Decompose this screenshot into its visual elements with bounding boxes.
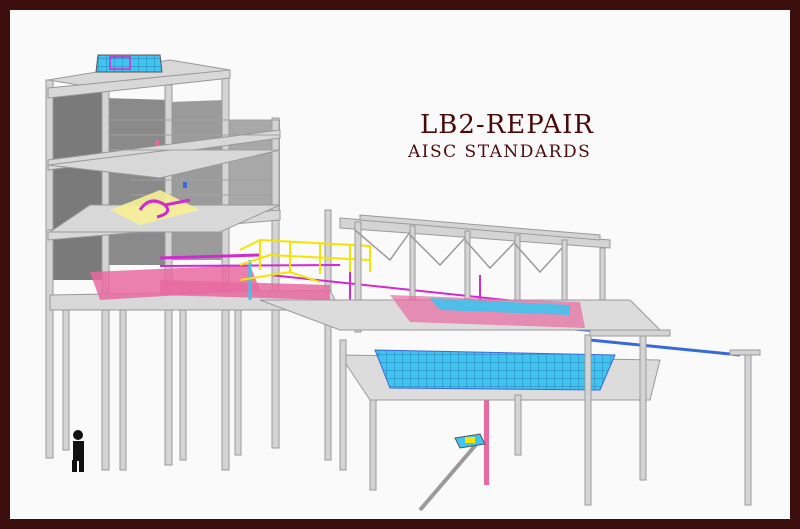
- lower-stair: [418, 433, 486, 512]
- lower-slab: [259, 295, 761, 506]
- canopy-frame: [339, 214, 611, 333]
- drawing-subtitle: AISC STANDARDS: [408, 142, 592, 162]
- structure-3d-model: [45, 54, 761, 512]
- main-building-frame: [45, 54, 341, 471]
- human-scale-figure-icon: [72, 430, 84, 472]
- drawing-title: LB2-REPAIR: [420, 110, 594, 140]
- drawing-canvas: LB2-REPAIR AISC STANDARDS: [10, 10, 790, 519]
